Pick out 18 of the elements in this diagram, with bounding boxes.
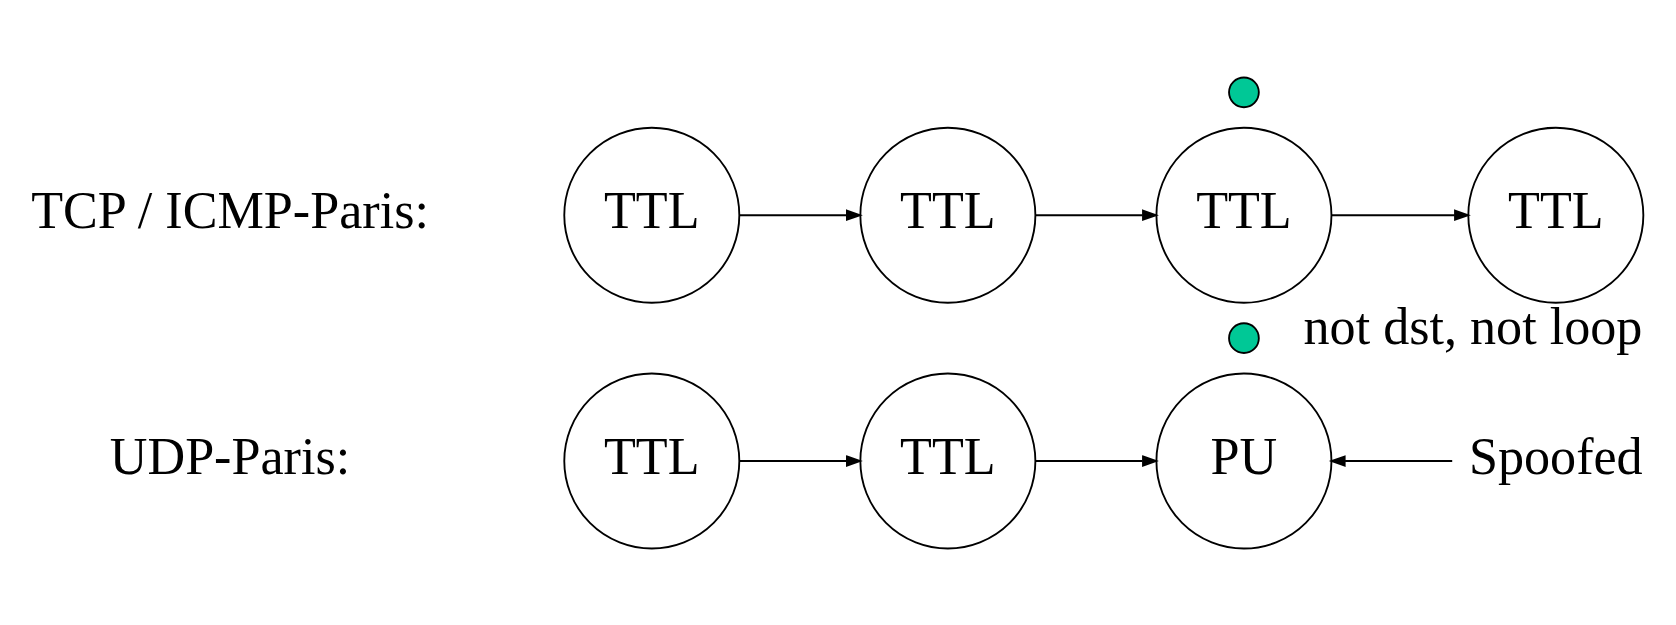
- node-circle: TTL: [1467, 126, 1645, 304]
- node-circle: [1228, 321, 1260, 354]
- arrow: [1034, 454, 1159, 467]
- node-circle: TTL: [859, 126, 1037, 304]
- node-circle: TTL: [1155, 126, 1333, 304]
- arrow: [1330, 208, 1471, 221]
- node-circle: TTL: [859, 372, 1037, 549]
- arrow: [1034, 208, 1159, 221]
- node-circle: [1228, 76, 1260, 108]
- label: TCP / ICMP-Paris:: [31, 181, 429, 239]
- label: UDP-Paris:: [109, 427, 351, 485]
- node-circle: TTL: [563, 372, 741, 549]
- node-text: Spoofed: [1468, 427, 1643, 485]
- arrow: [738, 454, 863, 467]
- arrow: [738, 208, 863, 221]
- arrow: [1328, 454, 1454, 467]
- node-circle: PU: [1155, 372, 1333, 549]
- node-circle: TTL: [563, 126, 741, 304]
